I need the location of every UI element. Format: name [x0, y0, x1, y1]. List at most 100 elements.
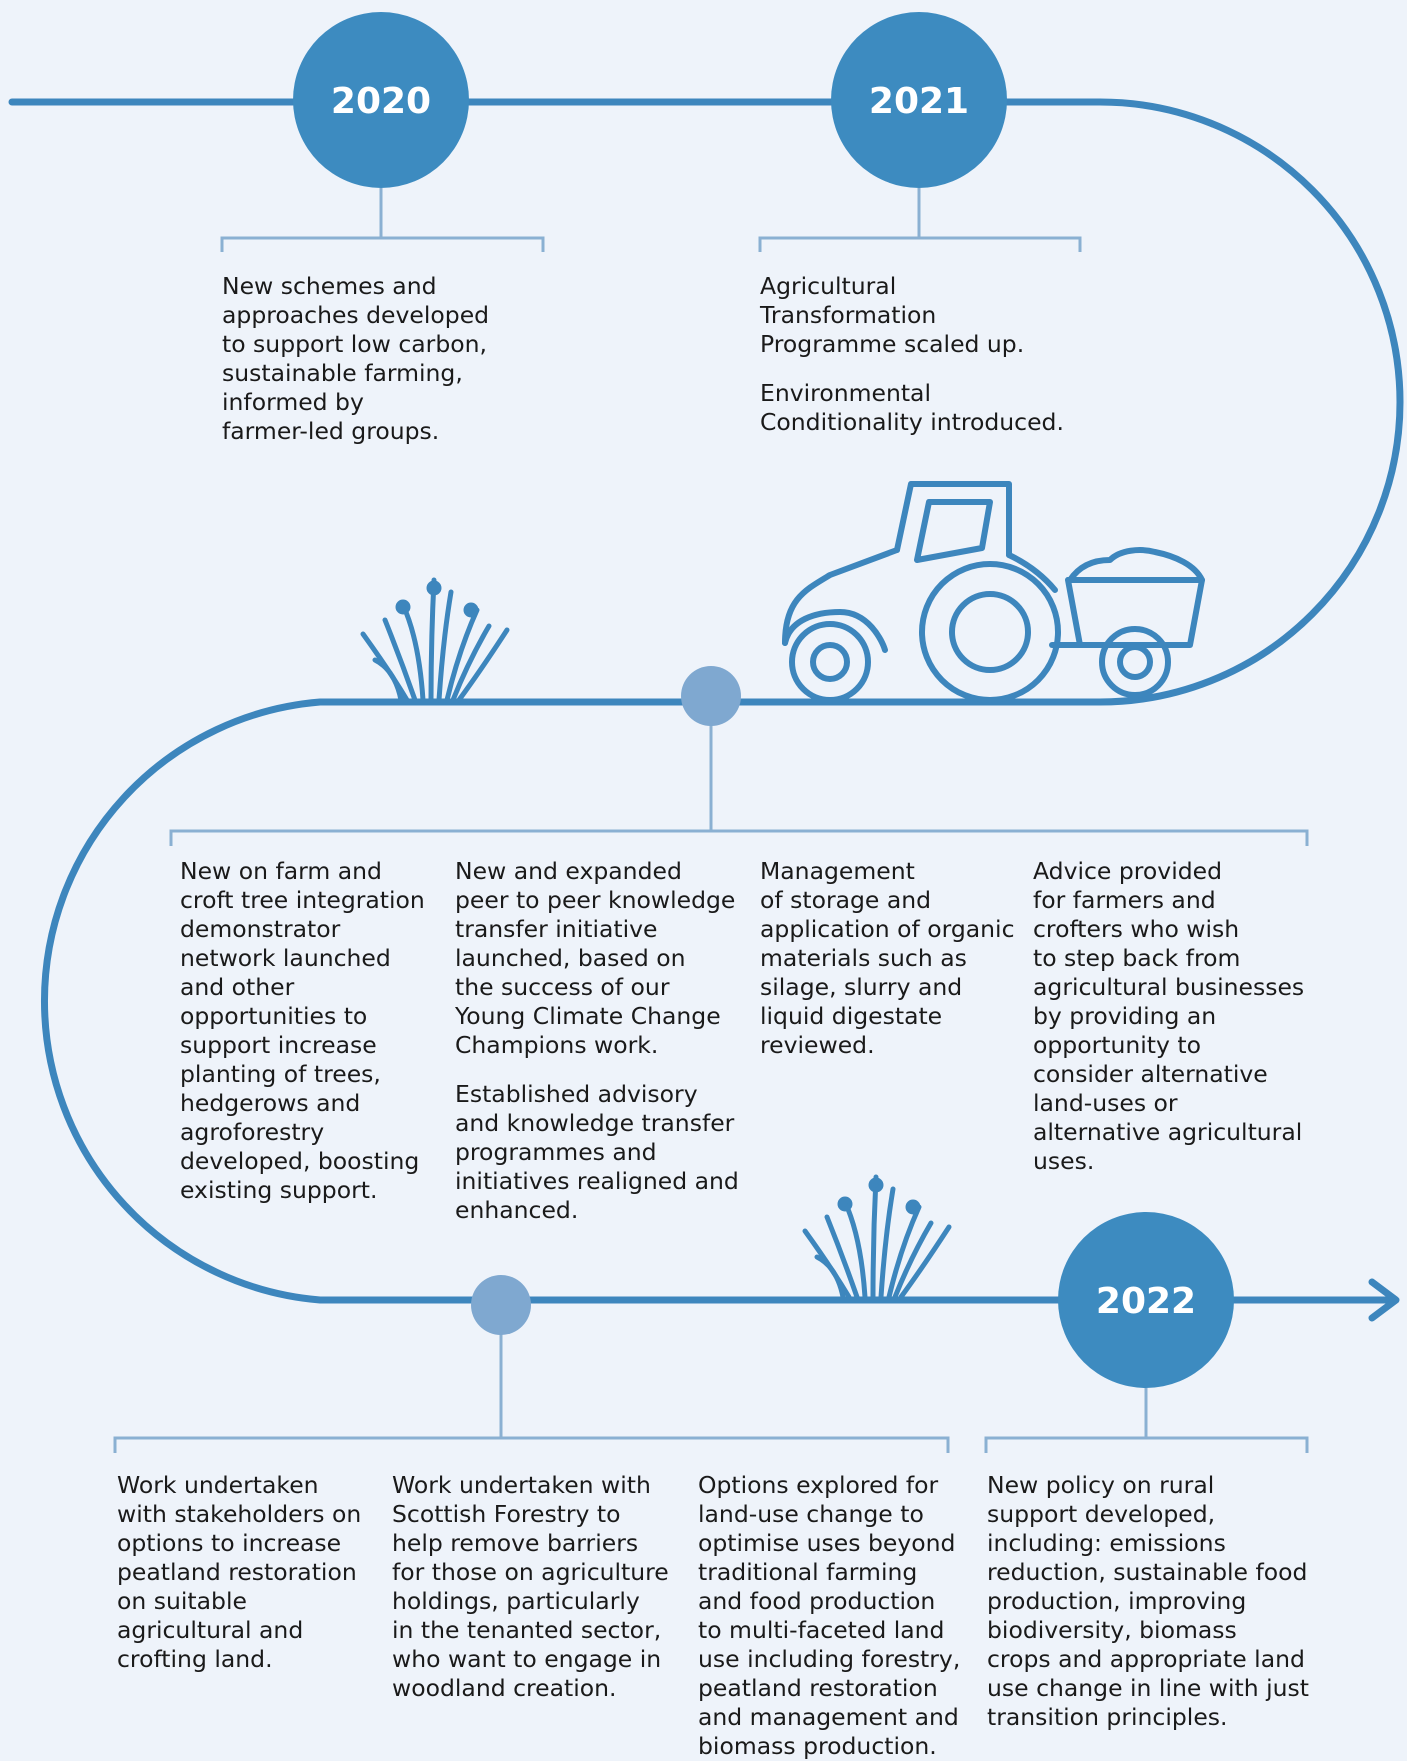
text-line: Options explored for [698, 1471, 939, 1499]
text-line: Work undertaken [117, 1471, 319, 1499]
bracket-row3-right [984, 1388, 1309, 1453]
text-line: New and expanded [455, 857, 682, 885]
text-line: opportunities to [180, 1002, 368, 1030]
text-line: Work undertaken with [392, 1471, 651, 1499]
text-line: croft tree integration [180, 886, 425, 914]
text-line: Young Climate Change [455, 1002, 721, 1030]
text-line: Advice provided [1033, 857, 1223, 885]
grass-icon [802, 1174, 952, 1300]
text-line: traditional farming [698, 1558, 918, 1586]
timeline-node-row3 [471, 1275, 531, 1335]
text-line: peatland restoration [698, 1674, 938, 1702]
text-line: agricultural businesses [1033, 973, 1305, 1001]
year-label-2021: 2021 [869, 81, 969, 122]
year-node-2022: 2022 [1058, 1212, 1234, 1388]
text-line: with stakeholders on [117, 1500, 362, 1528]
timeline-path [8, 98, 1404, 1304]
text-line: agricultural and [117, 1616, 304, 1644]
text-line: land-use change to [698, 1500, 924, 1528]
text-line: of storage and [760, 886, 932, 914]
text-line: to multi-faceted land [698, 1616, 945, 1644]
text-line: in the tenanted sector, [392, 1616, 662, 1644]
text-line: silage, slurry and [760, 973, 963, 1001]
text-line: demonstrator [180, 915, 341, 943]
text-line: Transformation [760, 301, 937, 329]
text-line: network launched [180, 944, 391, 972]
text-line: launched, based on [455, 944, 686, 972]
text-line: options to increase [117, 1529, 342, 1557]
text-line: the success of our [455, 973, 670, 1001]
text-line: optimise uses beyond [698, 1529, 956, 1557]
year-label-2020: 2020 [331, 81, 431, 122]
text-line: programmes and [455, 1138, 657, 1166]
text-line: woodland creation. [392, 1674, 617, 1702]
year-node-2021: 2021 [831, 12, 1007, 188]
text-line: support developed, [987, 1500, 1216, 1528]
text-line: liquid digestate [760, 1002, 943, 1030]
text-line: and knowledge transfer [455, 1109, 735, 1137]
text-line: and food production [698, 1587, 936, 1615]
grass-icon [360, 577, 510, 703]
text-line: sustainable farming, [222, 359, 463, 387]
text-line: biodiversity, biomass [987, 1616, 1237, 1644]
text-line: agroforestry [180, 1118, 325, 1146]
text-line: Champions work. [455, 1031, 659, 1059]
text-line: crofters who wish [1033, 915, 1240, 943]
text-line: and management and [698, 1703, 959, 1731]
text-line: biomass production. [698, 1732, 937, 1760]
text-line: Programme scaled up. [760, 330, 1025, 358]
text-line: existing support. [180, 1176, 378, 1204]
text-line: transfer initiative [455, 915, 658, 943]
text-line: New policy on rural [987, 1471, 1215, 1499]
text-line: planting of trees, [180, 1060, 381, 1088]
tractor-icon [782, 481, 1205, 703]
year-label-2022: 2022 [1096, 1281, 1196, 1322]
bracket-2021 [758, 188, 1082, 252]
text-line: farmer-led groups. [222, 417, 440, 445]
text-line: on suitable [117, 1587, 247, 1615]
text-line: materials such as [760, 944, 967, 972]
text-line: Conditionality introduced. [760, 408, 1064, 436]
text-line: alternative agricultural [1033, 1118, 1303, 1146]
text-line: approaches developed [222, 301, 490, 329]
text-line: peer to peer knowledge [455, 886, 736, 914]
text-line: production, improving [987, 1587, 1247, 1615]
text-line: reviewed. [760, 1031, 875, 1059]
text-line: and other [180, 973, 295, 1001]
text-line: use change in line with just [987, 1674, 1310, 1702]
text-line: transition principles. [987, 1703, 1228, 1731]
timeline-node-row2 [681, 666, 741, 726]
bracket-row2 [169, 725, 1309, 846]
text-line: land-uses or [1033, 1089, 1178, 1117]
text-line: Environmental [760, 379, 931, 407]
text-line: informed by [222, 388, 364, 416]
text-line: uses. [1033, 1147, 1095, 1175]
bracket-2020 [220, 188, 545, 252]
text-line: consider alternative [1033, 1060, 1268, 1088]
bracket-row3-left [113, 1330, 950, 1453]
text-line: crops and appropriate land [987, 1645, 1305, 1673]
arrow-head-icon [1368, 1278, 1400, 1322]
text-line: who want to engage in [392, 1645, 662, 1673]
text-line: help remove barriers [392, 1529, 639, 1557]
text-line: Established advisory [455, 1080, 698, 1108]
text-line: for farmers and [1033, 886, 1216, 914]
